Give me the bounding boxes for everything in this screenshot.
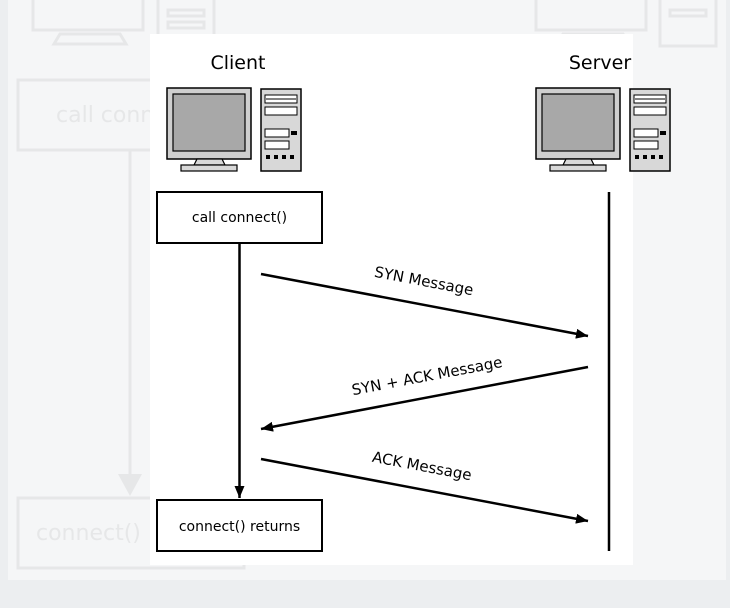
ghost-end-text: connect() [36,521,141,546]
syn-label: SYN Message [373,263,475,299]
syn-arrow [260,272,589,339]
ghost-start-text: call conn [56,103,154,128]
client-label: Client [210,52,265,74]
client-computer-icon [166,87,302,172]
call-connect-text: call connect() [192,210,287,226]
connect-returns-text: connect() returns [179,519,300,535]
syn-ack-arrow [260,365,589,432]
ack-arrow [260,457,589,524]
server-computer-icon [535,87,671,172]
server-label: Server [569,52,631,74]
ghost-arrowhead [118,474,142,496]
connect-returns-box [156,499,323,552]
syn-ack-label: SYN + ACK Message [350,353,504,399]
ack-label: ACK Message [371,448,473,484]
